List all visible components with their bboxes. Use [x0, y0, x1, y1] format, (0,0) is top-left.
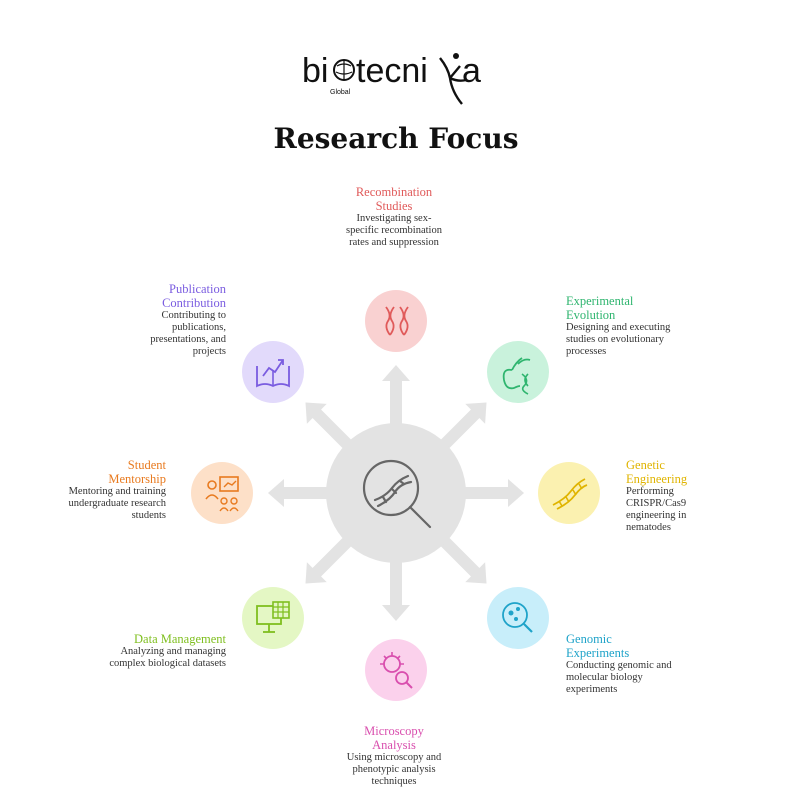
label-experimental-evolution: Experimental Evolution Designing and exe… [566, 294, 678, 358]
arrow [305, 531, 358, 584]
arrow [305, 402, 358, 455]
page-title: Research Focus [273, 122, 519, 155]
node-circle [487, 587, 549, 649]
label-data-management: Data Management Analyzing and managing c… [106, 632, 226, 670]
dna-icon [552, 478, 588, 510]
arrow [434, 531, 487, 584]
node-recombination-studies [365, 290, 427, 352]
arrow [456, 479, 524, 507]
svg-text:tecni: tecni [356, 52, 428, 90]
petri-dish-icon [502, 602, 533, 633]
label-publication-contribution: Publication Contribution Contributing to… [126, 282, 226, 358]
label-microscopy-analysis: Microscopy Analysis Using microscopy and… [336, 724, 452, 788]
heading-experimental-evolution: Experimental Evolution [566, 294, 634, 322]
heading-microscopy-analysis: Microscopy Analysis [364, 724, 424, 752]
arrow [268, 479, 336, 507]
chromosome-icon [385, 306, 409, 336]
svg-text:a: a [462, 52, 481, 90]
heading-student-mentorship: Student Mentorship [108, 458, 166, 486]
node-publication-contribution [242, 341, 304, 403]
biotecnika-logo: bi tecni a Global [302, 52, 481, 105]
node-microscopy-analysis [365, 639, 427, 701]
apple-dna-icon [502, 357, 531, 395]
node-experimental-evolution [487, 341, 549, 403]
label-student-mentorship: Student Mentorship Mentoring and trainin… [66, 458, 166, 522]
node-circle [365, 290, 427, 352]
node-genomic-experiments [487, 587, 549, 649]
teacher-board-icon [205, 476, 239, 512]
desc-recombination: Investigating sex-specific recombination… [346, 213, 442, 248]
desc-student-mentorship: Mentoring and training undergraduate res… [68, 486, 166, 521]
heading-publication-contribution: Publication Contribution [162, 282, 226, 310]
heading-recombination: Recombination Studies [355, 185, 433, 213]
arrow [434, 402, 487, 455]
heading-genomic-experiments: Genomic Experiments [566, 632, 630, 660]
arrow [382, 553, 410, 621]
desc-microscopy-analysis: Using microscopy and phenotypic analysis… [346, 752, 442, 787]
desc-genetic-engineering: Performing CRISPR/Cas9 engineering in ne… [626, 486, 687, 533]
arrow [382, 365, 410, 433]
book-chart-icon [256, 359, 290, 388]
node-student-mentorship [191, 462, 253, 524]
desc-publication-contribution: Contributing to publications, presentati… [150, 310, 226, 357]
heading-genetic-engineering: Genetic Engineering [626, 458, 688, 486]
desc-experimental-evolution: Designing and executing studies on evolu… [566, 322, 671, 357]
desc-data-management: Analyzing and managing complex biologica… [109, 646, 226, 669]
node-circle [191, 462, 253, 524]
desc-genomic-experiments: Conducting genomic and molecular biology… [566, 660, 672, 695]
node-circle [487, 341, 549, 403]
virus-magnifier-icon [380, 652, 413, 689]
brand-sub: Global [330, 89, 351, 96]
node-genetic-engineering [538, 462, 600, 524]
node-data-management [242, 587, 304, 649]
svg-text:bi: bi [302, 52, 328, 90]
label-recombination-studies: Recombination Studies Investigating sex-… [336, 185, 452, 249]
dna-magnifier-icon [362, 459, 432, 529]
label-genetic-engineering: Genetic Engineering Performing CRISPR/Ca… [626, 458, 706, 534]
monitor-table-icon [256, 601, 290, 633]
label-genomic-experiments: Genomic Experiments Conducting genomic a… [566, 632, 676, 696]
heading-data-management: Data Management [134, 632, 226, 646]
